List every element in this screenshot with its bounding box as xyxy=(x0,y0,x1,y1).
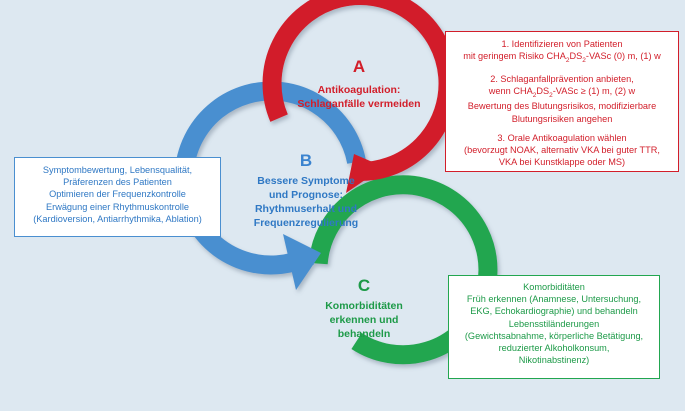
box-c-line: Nikotinabstinenz) xyxy=(518,355,590,366)
box-a-line: 2. Schlaganfallprävention anbieten, xyxy=(490,73,634,84)
box-a-anticoagulation: 1. Identifizieren von Patienten mit geri… xyxy=(445,31,679,172)
cycle-b-letter: B xyxy=(299,151,313,170)
box-a-line: VKA bei Kunstklappe oder MS) xyxy=(498,157,626,168)
cycle-a-label-line: Antikoagulation: xyxy=(317,84,401,96)
box-b-line: (Kardioversion, Antiarrhythmika, Ablatio… xyxy=(33,213,202,224)
box-a-line: wenn CHA2DS2-VASc ≥ (1) m, (2) w xyxy=(488,85,636,99)
box-b-line: Erwägung einer Rhythmuskontrolle xyxy=(46,201,189,212)
box-a-line: mit geringem Risiko CHA2DS2-VASc (0) m, … xyxy=(463,51,661,65)
box-c-comorbidities: Komorbiditäten Früh erkennen (Anamnese, … xyxy=(448,275,660,379)
cycle-b-label: Bessere Symptome und Prognose: Rhythmuse… xyxy=(241,175,371,230)
box-c-line: (Gewichtsabnahme, körperliche Betätigung… xyxy=(464,330,644,341)
box-b-line: Präferenzen des Patienten xyxy=(63,177,172,188)
box-a-line: Bewertung des Blutungsrisikos, modifizie… xyxy=(467,101,657,112)
box-a-line: Blutungsrisiken angehen xyxy=(511,113,613,124)
cycle-a-arrow xyxy=(262,0,458,182)
cycle-a-arrowhead xyxy=(346,154,384,193)
box-b-symptoms: Symptombewertung, Lebensqualität, Präfer… xyxy=(14,157,221,237)
cycle-a-label-line: Schlaganfälle vermeiden xyxy=(297,97,421,110)
box-a-line: 3. Orale Antikoagulation wählen xyxy=(497,132,627,143)
cycle-b-arrowhead xyxy=(283,234,321,290)
box-c-line: reduzierter Alkoholkonsum, xyxy=(498,343,610,354)
cycle-c-label-line: behandeln xyxy=(337,327,391,340)
cycle-b-label-line: Rhythmuserhalt und xyxy=(254,202,358,215)
cycle-b-label-line: Frequenzregulierung xyxy=(253,216,359,229)
box-c-line: Früh erkennen (Anamnese, Untersuchung, xyxy=(466,294,642,305)
box-c-line: EKG, Echokardiographie) und behandeln xyxy=(470,306,638,317)
cycle-c-letter: C xyxy=(357,276,371,295)
box-c-line: Lebensstiländerungen xyxy=(508,318,600,329)
cycle-c-label-line: erkennen und xyxy=(329,313,399,326)
box-a-line: 1. Identifizieren von Patienten xyxy=(501,39,623,49)
box-b-line: Optimieren der Frequenzkontrolle xyxy=(49,189,186,200)
cycle-a-label: Antikoagulation: Schlaganfälle vermeiden xyxy=(284,84,434,112)
cycle-c-arrow xyxy=(308,175,498,365)
cycle-a-letter: A xyxy=(352,57,366,76)
box-c-line: Komorbiditäten xyxy=(523,282,585,292)
cycle-b-label-line: Bessere Symptome xyxy=(257,175,355,187)
box-a-line: (bevorzugt NOAK, alternativ VKA bei gute… xyxy=(464,145,660,156)
cycle-c-label: Komorbiditäten erkennen und behandeln xyxy=(304,300,424,342)
cycle-c-label-line: Komorbiditäten xyxy=(325,300,403,312)
cycle-b-label-line: und Prognose: xyxy=(268,188,344,201)
box-b-line: Symptombewertung, Lebensqualität, xyxy=(42,165,193,175)
cycle-b-arrow xyxy=(174,81,366,275)
